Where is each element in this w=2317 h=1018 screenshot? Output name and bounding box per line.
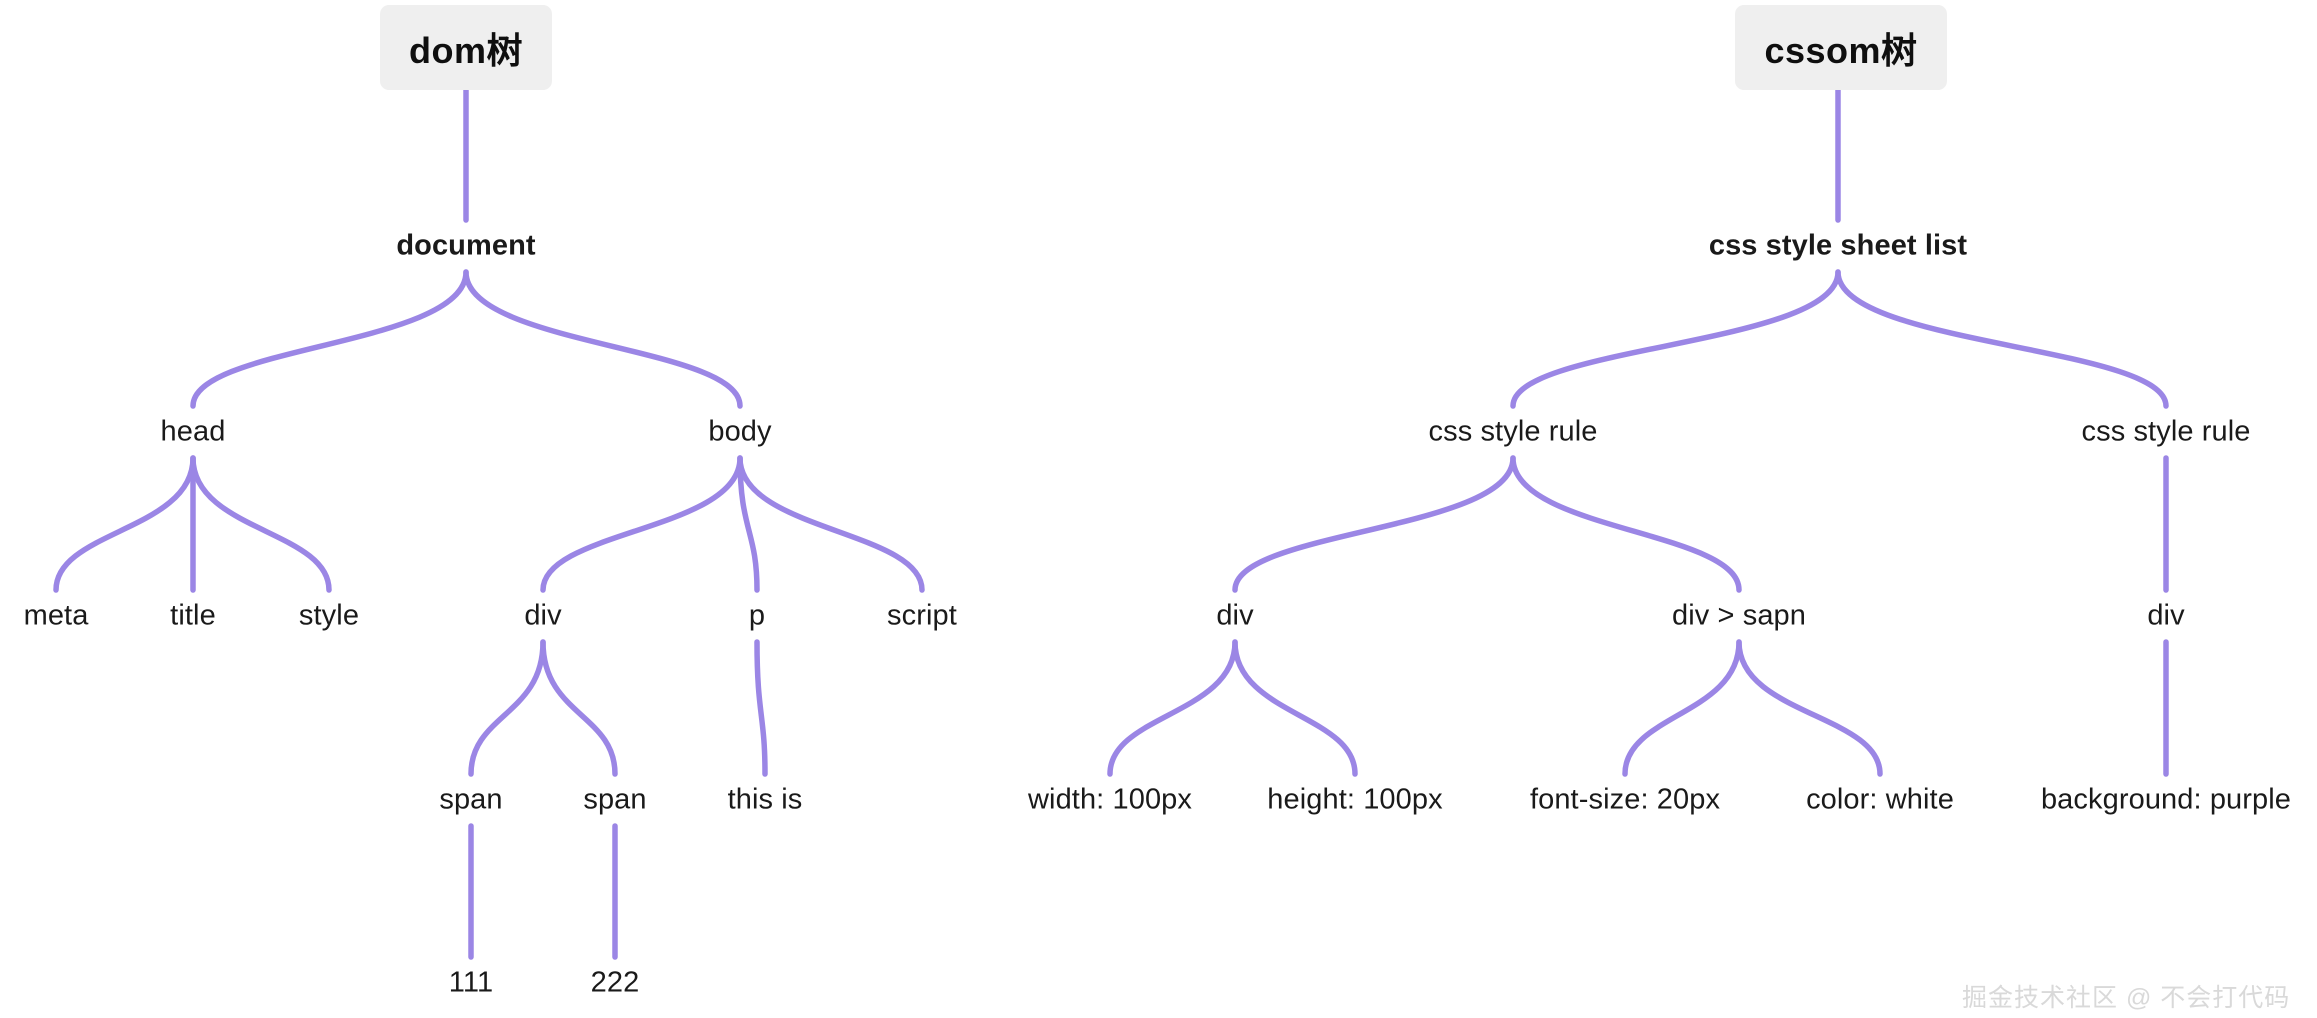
node-document: document [396, 229, 536, 262]
edge-document-to-head [190, 269, 469, 409]
node-decl-color: color: white [1806, 783, 1954, 816]
node-this-is: this is [727, 783, 803, 816]
node-decl-width: width: 100px [1027, 783, 1193, 816]
node-head: head [160, 415, 226, 448]
node-decl-font-size: font-size: 20px [1529, 783, 1721, 816]
edge-css-style-sheet-list-to-css-style-rule-2 [1835, 269, 2169, 409]
watermark: 掘金技术社区 @ 不会打代码 [1962, 984, 2291, 1012]
edge-div-rule-1-to-decl-width [1107, 639, 1238, 777]
node-p: p [748, 599, 766, 632]
edge-body-to-script [737, 455, 925, 593]
edge-div-span-rule-to-decl-color [1736, 639, 1883, 777]
edge-document-to-body [463, 269, 743, 409]
node-span-2: span [583, 783, 647, 816]
edge-div-rule-1-to-decl-height [1232, 639, 1358, 777]
node-css-style-sheet-list: css style sheet list [1708, 229, 1968, 262]
node-css-style-rule-1: css style rule [1428, 415, 1598, 448]
node-span-1: span [439, 783, 503, 816]
edge-div-dom-to-span-1 [468, 639, 546, 777]
node-text-222: 222 [590, 966, 640, 999]
node-div-dom: div [524, 599, 562, 632]
node-meta: meta [23, 599, 89, 632]
node-div-rule-1: div [1216, 599, 1254, 632]
node-title: title [170, 599, 216, 632]
cssom-title: cssom树 [1735, 5, 1947, 90]
edge-head-to-style [190, 455, 332, 593]
edge-div-dom-to-span-2 [540, 639, 618, 777]
node-div-rule-2: div [2147, 599, 2185, 632]
edge-head-to-meta [53, 455, 196, 593]
edge-p-to-this-is [754, 639, 768, 777]
dom-title: dom树 [380, 5, 552, 90]
node-div-span-rule: div > sapn [1671, 599, 1807, 632]
edge-div-span-rule-to-decl-font-size [1622, 639, 1742, 777]
node-style: style [298, 599, 360, 632]
node-decl-height: height: 100px [1267, 783, 1443, 816]
node-text-111: 111 [448, 966, 494, 999]
node-decl-background: background: purple [2040, 783, 2292, 816]
node-body: body [708, 415, 772, 448]
edge-body-to-p [737, 455, 760, 593]
edge-css-style-rule-1-to-div-rule-1 [1232, 455, 1516, 593]
node-script: script [887, 599, 957, 632]
node-css-style-rule-2: css style rule [2081, 415, 2251, 448]
edge-body-to-div-dom [540, 455, 743, 593]
edge-css-style-sheet-list-to-css-style-rule-1 [1510, 269, 1841, 409]
edge-css-style-rule-1-to-div-span-rule [1510, 455, 1742, 593]
